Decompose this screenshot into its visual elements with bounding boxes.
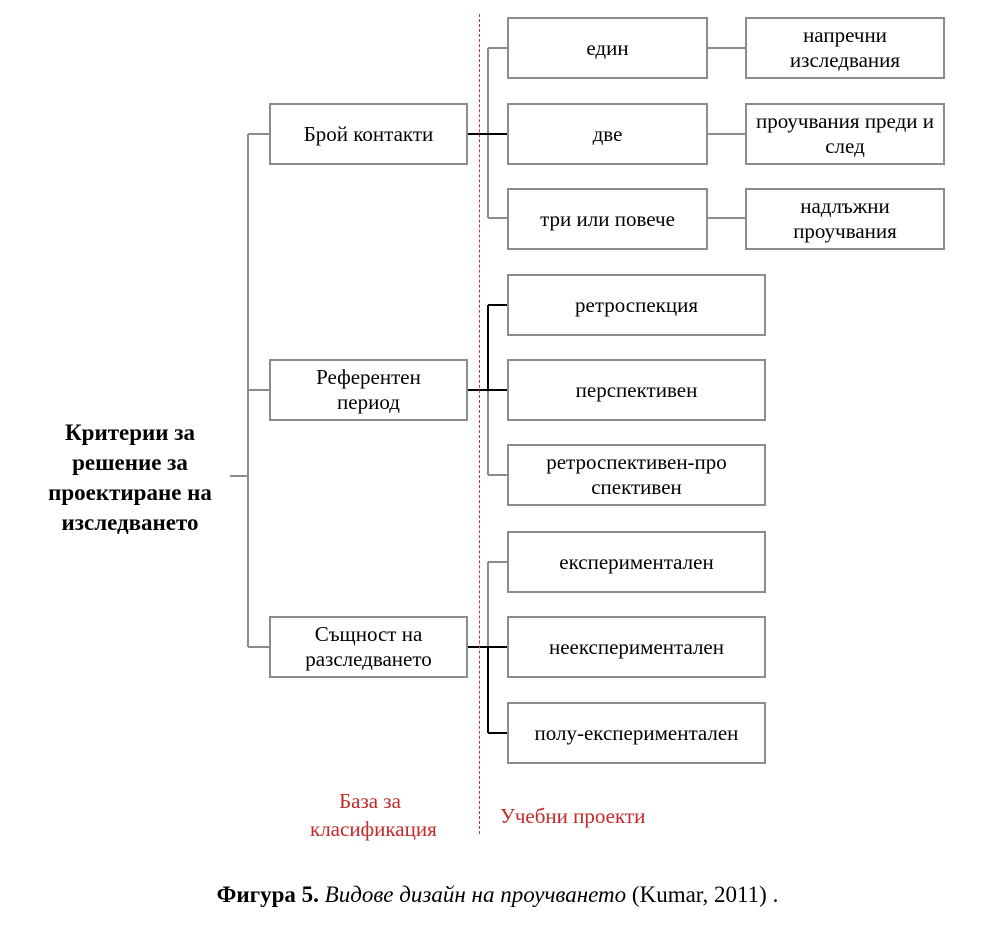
option-prospective-box: перспективен — [507, 359, 766, 421]
study-designs-label: Учебни проекти — [500, 804, 646, 828]
option-retrospective-box: ретроспекция — [507, 274, 766, 336]
category-nature-box: Същност на разследването — [269, 616, 468, 678]
study-cross-sectional-box: напречни изследвания — [745, 17, 945, 79]
caption-source: (Kumar, 2011) . — [631, 882, 779, 907]
option-three-or-more-box: три или повече — [507, 188, 708, 250]
option-two-box: две — [507, 103, 708, 165]
figure-caption: Фигура 5. Видове дизайн на проучването (… — [0, 880, 995, 910]
option-one-box: един — [507, 17, 708, 79]
root-criteria-label: Критерии за решение за проектиране на из… — [48, 420, 212, 535]
option-experimental-box: експериментален — [507, 531, 766, 593]
study-before-after-box: проучвания преди и след — [745, 103, 945, 165]
classification-divider — [479, 14, 480, 834]
option-quasi-experimental-box: полу-експериментален — [507, 702, 766, 764]
category-reference-period-box: Референтен период — [269, 359, 468, 421]
option-non-experimental-box: неекспериментален — [507, 616, 766, 678]
study-longitudinal-box: надлъжни проучвания — [745, 188, 945, 250]
caption-title: Видове дизайн на проучването — [324, 882, 627, 907]
option-retro-prospective-box: ретроспективен-проспективен — [507, 444, 766, 506]
caption-figure-label: Фигура 5. — [216, 882, 319, 907]
category-contacts-box: Брой контакти — [269, 103, 468, 165]
basis-of-classification-label: База за класификация — [310, 789, 437, 841]
